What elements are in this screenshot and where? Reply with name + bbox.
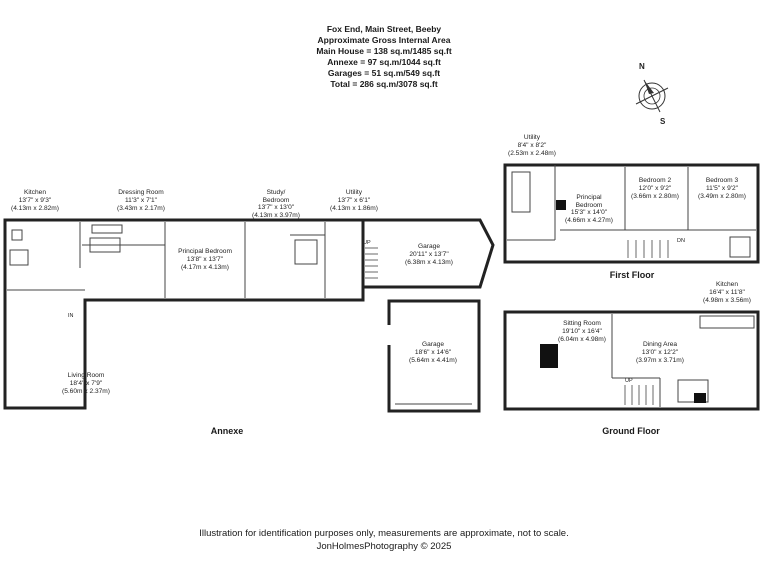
compass-rose xyxy=(635,79,669,113)
ground-floor-section-title: Ground Floor xyxy=(602,426,660,436)
ground-floor-up-marker: UP xyxy=(625,378,633,384)
first-floor-section-title: First Floor xyxy=(609,270,655,280)
ground-floor-outline xyxy=(503,310,760,411)
compass-north-label: N xyxy=(639,62,645,71)
annexe-in-marker: IN xyxy=(68,313,74,319)
plan-subtitle: Approximate Gross Internal Area xyxy=(317,35,451,45)
annexe-section-title: Annexe xyxy=(210,426,244,436)
first-floor-down-marker: DN xyxy=(677,238,685,244)
first-floor-outline xyxy=(503,163,760,264)
credit-text: JonHolmesPhotography © 2025 xyxy=(316,541,452,552)
area-main-house: Main House = 138 sq.m/1485 sq.ft xyxy=(316,46,452,56)
garage-2-outline xyxy=(387,299,481,413)
disclaimer-text: Illustration for identification purposes… xyxy=(199,528,569,539)
compass-south-label: S xyxy=(660,117,666,126)
area-garages: Garages = 51 sq.m/549 sq.ft xyxy=(327,68,441,78)
area-annexe: Annexe = 97 sq.m/1044 sq.ft xyxy=(327,57,441,67)
garage-1-outline xyxy=(363,218,495,289)
area-total: Total = 286 sq.m/3078 sq.ft xyxy=(330,79,438,89)
annexe-up-marker: UP xyxy=(363,240,371,246)
plan-address: Fox End, Main Street, Beeby xyxy=(326,24,442,34)
